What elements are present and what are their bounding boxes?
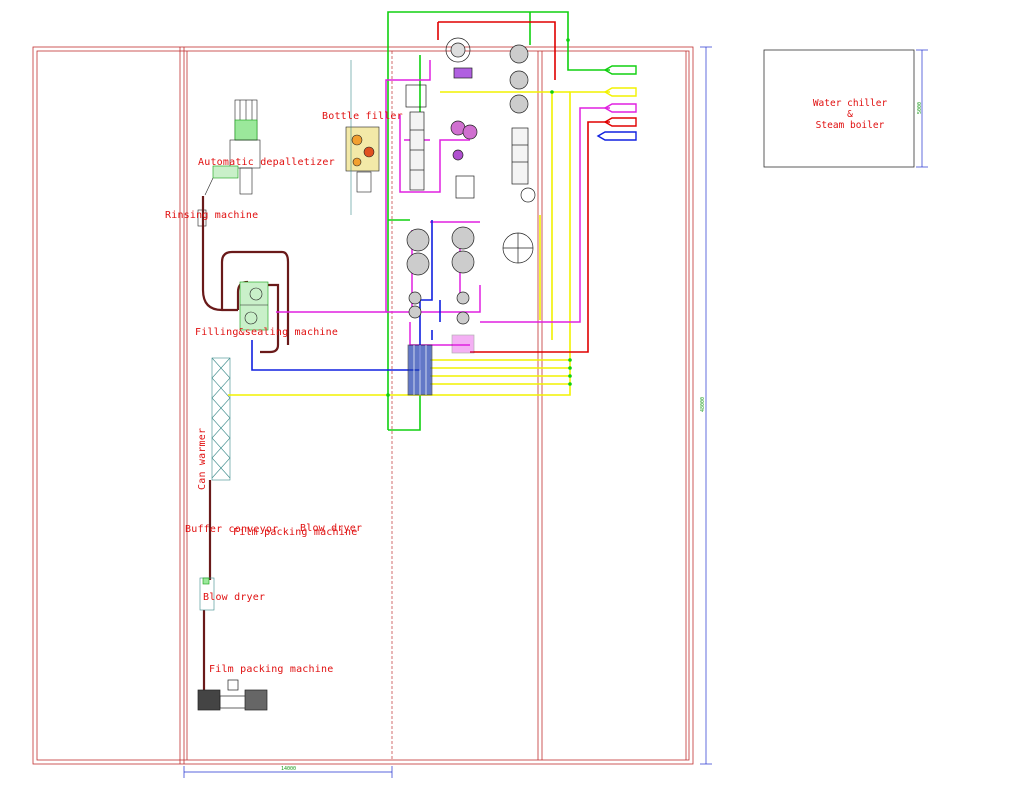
blow-dryer-machine — [199, 577, 215, 611]
label-chiller-boiler: Water chiller & Steam boiler — [800, 98, 900, 131]
pipe-junctions — [386, 38, 572, 397]
red-pipes — [437, 21, 610, 353]
yellow-pipes — [228, 91, 610, 396]
dimension-width: 14000 — [281, 766, 297, 772]
bottle-filler-machine — [345, 60, 380, 215]
pipe-terminals — [596, 65, 637, 141]
chiller-line-3: Steam boiler — [815, 120, 885, 131]
chiller-line-2: & — [847, 109, 853, 120]
label-blow-dryer-overlap: Blow dryer — [300, 523, 363, 534]
depalletizer-machine — [204, 99, 261, 196]
label-film-packing: Film packing machine — [209, 664, 334, 675]
process-equipment — [405, 37, 536, 396]
chiller-boiler-room — [763, 49, 915, 168]
chiller-line-1: Water chiller — [812, 98, 888, 109]
label-blow-dryer: Blow dryer — [203, 592, 266, 603]
label-depalletizer: Automatic depalletizer — [198, 157, 335, 168]
label-filling-sealing: Filling&sealing machine — [195, 327, 339, 338]
blue-pipes — [251, 220, 441, 371]
dimension-chiller: 5000 — [917, 101, 923, 114]
main-conveyor — [201, 196, 290, 690]
label-can-warmer: Can warmer — [197, 427, 208, 490]
label-buffer-conveyor: Buffer conveyor — [185, 524, 279, 535]
label-film-packing-overlap: Film packing machine — [233, 527, 358, 538]
film-packing-machine — [197, 679, 268, 711]
dimension-height: 48000 — [700, 396, 706, 412]
green-pipes — [387, 11, 610, 431]
label-bottle-filler: Bottle filler — [322, 111, 403, 122]
building-walls — [32, 46, 694, 765]
filling-sealing-machine — [239, 281, 269, 331]
label-rinsing-machine: Rinsing machine — [165, 210, 259, 221]
dimension-lines — [183, 46, 928, 778]
can-warmer — [211, 357, 231, 481]
